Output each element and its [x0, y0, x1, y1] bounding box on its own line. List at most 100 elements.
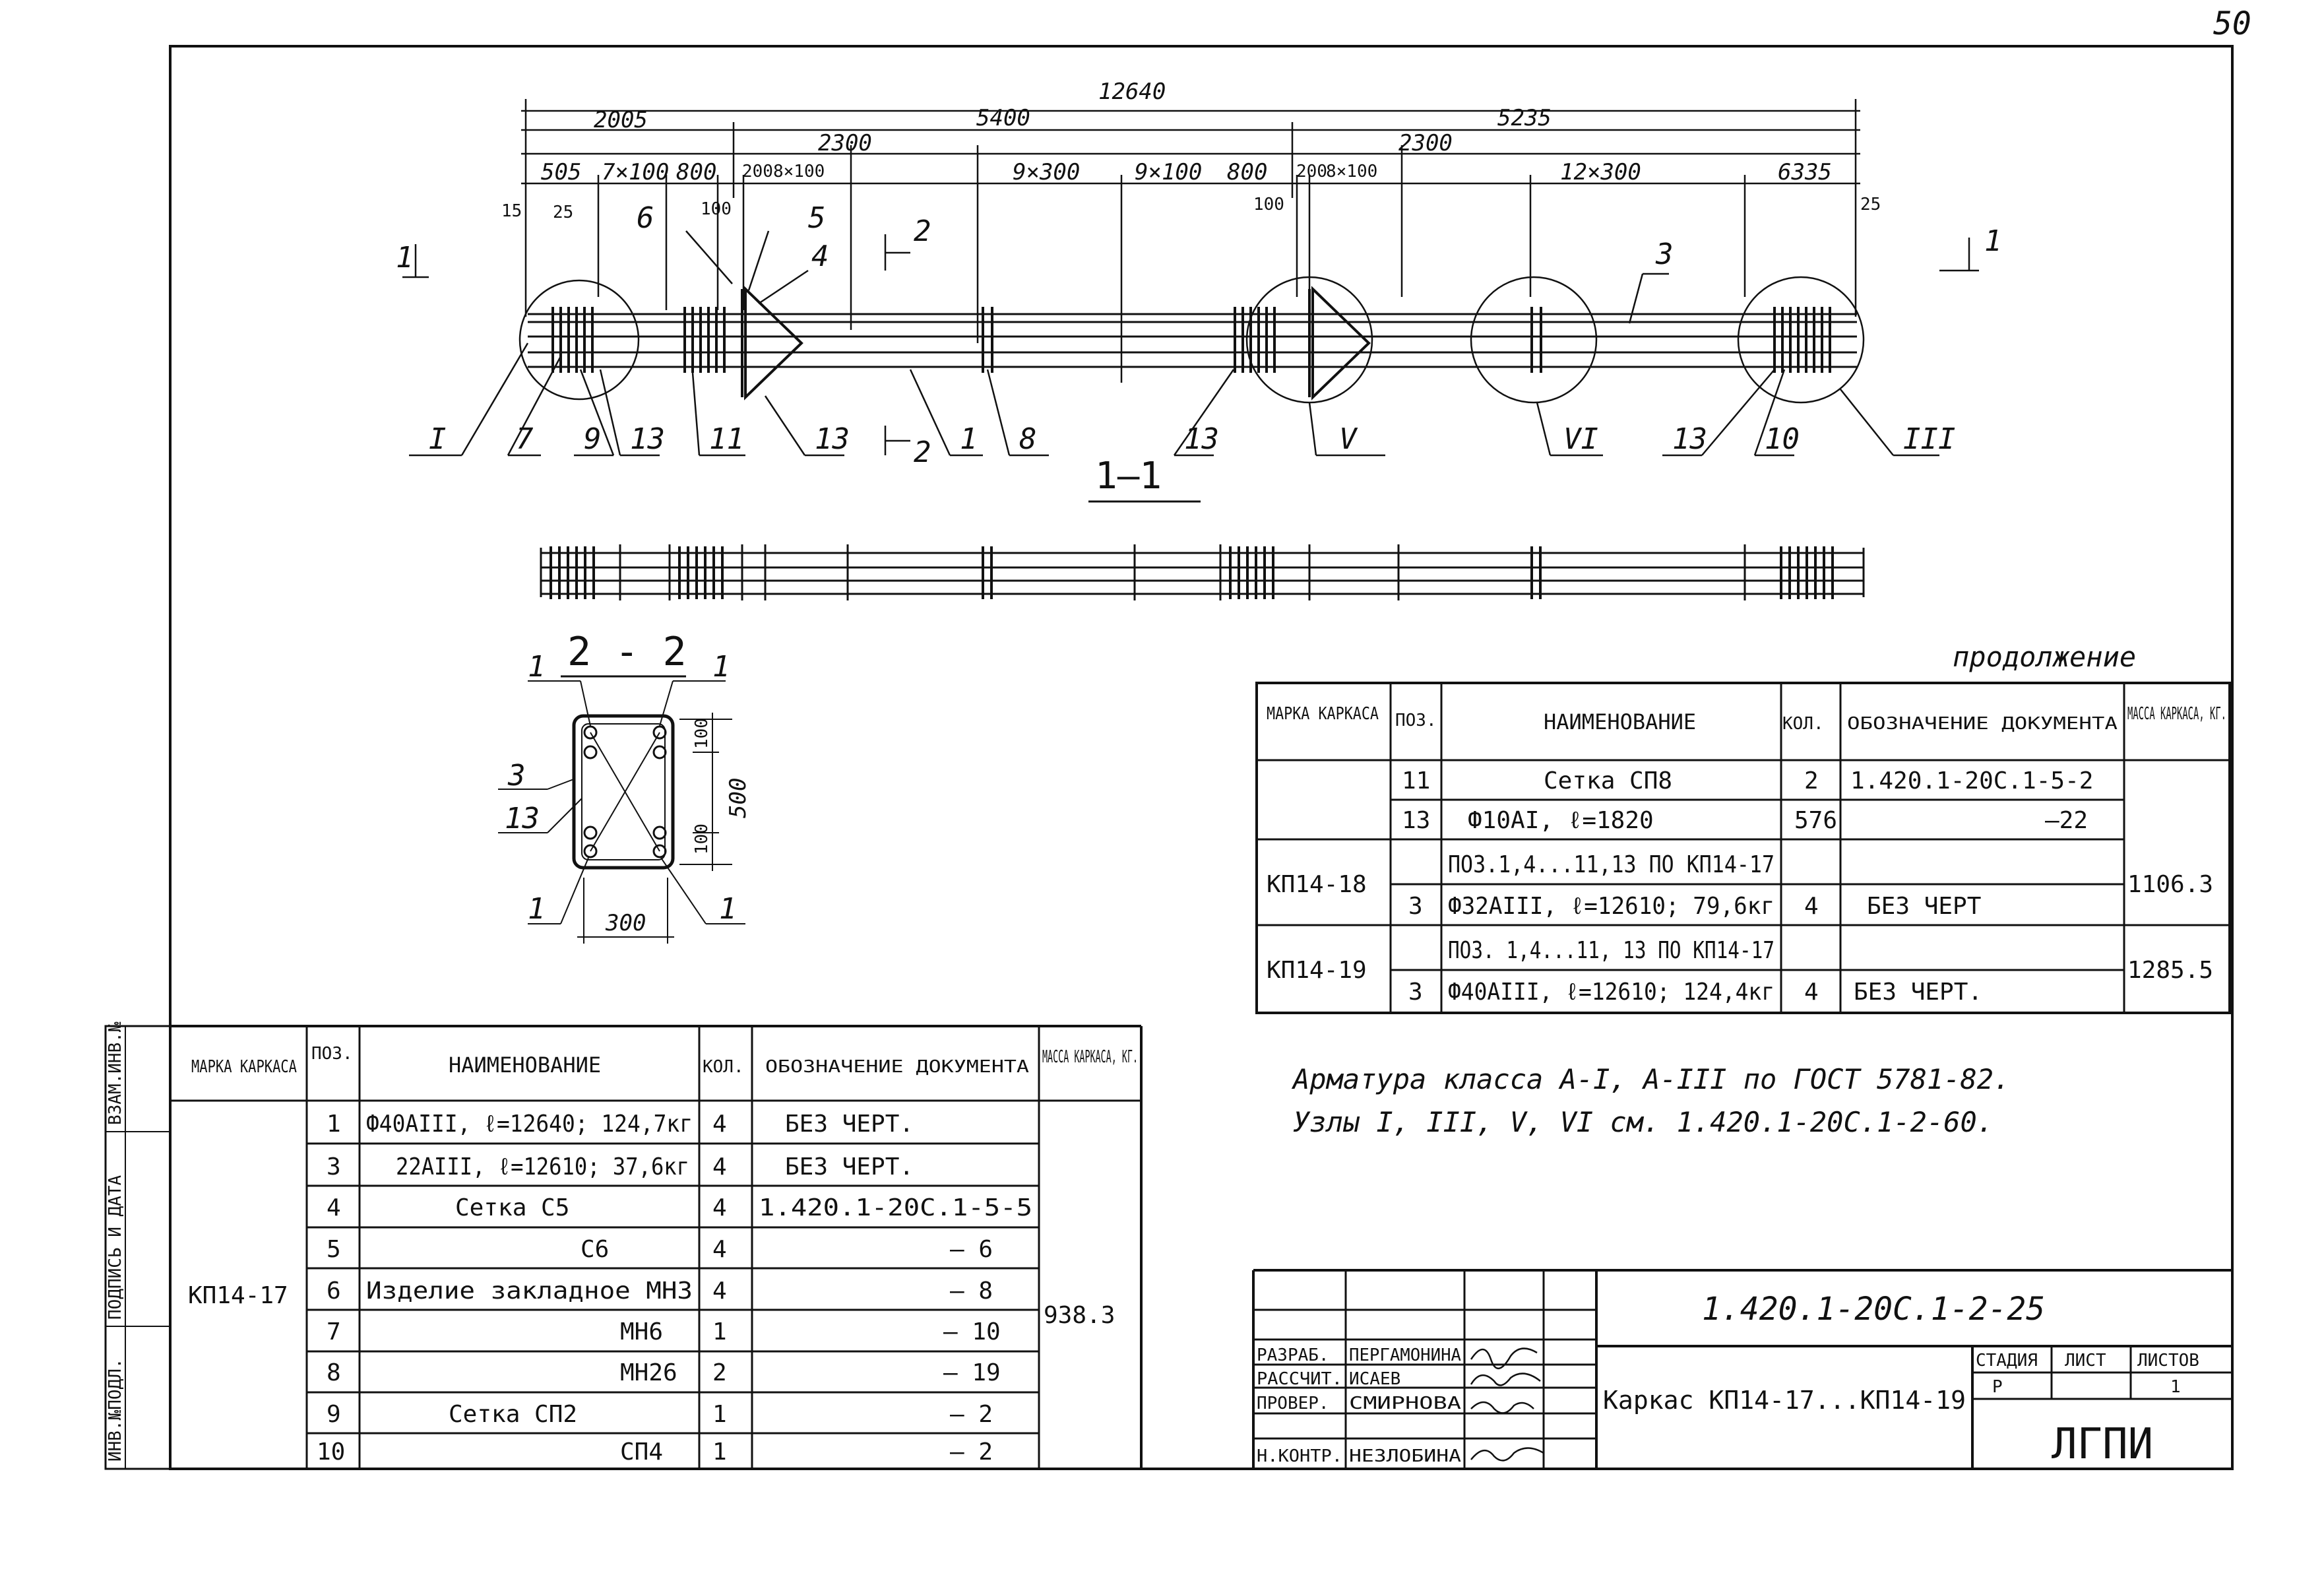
cont-row4-qty: 4: [1804, 893, 1819, 920]
section-2-2-title: 2 - 2: [567, 629, 687, 675]
title-name: Каркас КП14-17...КП14-19: [1603, 1386, 1966, 1415]
main-row5-doc: — 8: [950, 1277, 993, 1305]
cont-row4-name: Ф32АIII, ℓ=12610; 79,6кг: [1448, 893, 1774, 920]
dim-25-right: 25: [1860, 195, 1881, 214]
cont-row5-name: ПОЗ. 1,4...11, 13 ПО КП14-17: [1448, 937, 1774, 964]
dim-6335: 6335: [1778, 159, 1832, 185]
main-row3-doc: 1.420.1-20С.1-5-5: [759, 1194, 1032, 1221]
dim-mid-span: 5400: [976, 105, 1030, 131]
main-row2-pos: 3: [327, 1153, 341, 1180]
main-row4-doc: — 6: [950, 1236, 993, 1263]
main-row7-pos: 8: [327, 1359, 341, 1386]
cont-row6-doc: БЕЗ ЧЕРТ.: [1854, 979, 1982, 1006]
cont-head-mass: МАССА КАРКАСА, КГ.: [2127, 704, 2226, 724]
dim-8x100-left: 8×100: [773, 162, 825, 181]
main-row5-pos: 6: [327, 1277, 341, 1305]
main-row4-qty: 4: [712, 1236, 727, 1263]
dim-7x100: 7×100: [602, 159, 669, 185]
main-row8-doc: — 2: [950, 1401, 993, 1428]
main-row5-name: Изделие закладное МН3: [366, 1277, 693, 1305]
dim-left-span: 2005: [594, 107, 648, 133]
cont-head-name: НАИМЕНОВАНИЕ: [1544, 709, 1696, 734]
main-row9-qty: 1: [712, 1438, 727, 1466]
main-head-pos: ПОЗ.: [311, 1044, 353, 1064]
main-row3-qty: 4: [712, 1194, 727, 1221]
main-mark: КП14-17: [188, 1282, 288, 1309]
continuation-caption: продолжение: [1953, 641, 2136, 673]
title-stage: Р: [1992, 1377, 2003, 1397]
main-row9-name: СП4: [620, 1438, 663, 1466]
label-pos-13-b: 13: [815, 422, 850, 456]
label-node-VI: VI: [1563, 422, 1598, 456]
dim-12x300: 12×300: [1560, 159, 1641, 185]
main-mass: 938.3: [1044, 1302, 1115, 1329]
cont-mark-kp18: КП14-18: [1267, 871, 1367, 898]
cont-head-pos: ПОЗ.: [1395, 711, 1437, 730]
role-2-name: ИСАЕВ: [1349, 1369, 1400, 1389]
cont-row2-doc: —22: [2045, 807, 2088, 834]
dim-25-left: 25: [553, 203, 573, 222]
role-3: ПРОВЕР.: [1257, 1394, 1329, 1413]
label-pos-1: 1: [960, 422, 978, 456]
dim-right-span: 5235: [1497, 105, 1552, 131]
sec22-label-3: 3: [507, 759, 526, 792]
main-row1-qty: 4: [712, 1111, 727, 1138]
cont-row1-qty: 2: [1804, 767, 1819, 794]
dim-800-left: 800: [676, 159, 716, 185]
elevation-view: 12640 2005 5400 5235 2300 2300 505 7×100…: [396, 79, 2002, 469]
cont-row6-name: Ф40АIII, ℓ=12610; 124,4кг: [1448, 979, 1774, 1006]
main-row1-pos: 1: [327, 1111, 341, 1138]
inv-podl-label: ИНВ.№ПОДЛ.: [106, 1358, 125, 1462]
label-pos-4: 4: [811, 240, 829, 273]
cont-row1-pos: 11: [1402, 767, 1430, 794]
cont-row6-qty: 4: [1804, 979, 1819, 1006]
title-stage-label: СТАДИЯ: [1976, 1351, 2038, 1371]
role-4-name: НЕЗЛОБИНА: [1349, 1446, 1461, 1466]
sheet-frame: [169, 45, 2234, 1470]
role-3-name: СМИРНОВА: [1349, 1394, 1461, 1413]
label-node-III: III: [1903, 422, 1955, 456]
sec22-label-1-bl: 1: [528, 892, 546, 926]
label-cut-1-left: 1: [396, 241, 414, 275]
main-row1-doc: БЕЗ ЧЕРТ.: [785, 1111, 914, 1138]
main-row7-name: МН26: [620, 1359, 677, 1386]
cont-mass-kp18: 1106.3: [2127, 871, 2213, 898]
section-1-1-view: 1—1: [540, 455, 1865, 600]
main-row7-qty: 2: [712, 1359, 727, 1386]
title-block: 1.420.1-20С.1-2-25 Каркас КП14-17...КП14…: [1252, 1269, 2232, 1469]
side-stamp: ИНВ.№ПОДЛ. ПОДПИСЬ И ДАТА ВЗАМ.ИНВ.№: [104, 1021, 172, 1470]
main-row3-pos: 4: [327, 1194, 341, 1221]
cont-row4-doc: БЕЗ ЧЕРТ: [1867, 893, 1981, 920]
dim-9x300: 9×300: [1013, 159, 1080, 185]
title-code: 1.420.1-20С.1-2-25: [1702, 1291, 2045, 1328]
main-head-qty: КОЛ.: [703, 1057, 744, 1077]
dim-2300-right: 2300: [1398, 130, 1453, 156]
cont-row2-qty: 576: [1794, 807, 1837, 834]
continuation-table: продолжение МАРКА КАРКАСА ПОЗ. НАИМЕНОВА…: [1255, 641, 2231, 1014]
main-row2-qty: 4: [712, 1153, 727, 1180]
dim-15: 15: [501, 201, 522, 221]
main-row1-name: Ф40АIII, ℓ=12640; 124,7кг: [366, 1111, 693, 1138]
main-row6-doc: — 10: [943, 1318, 1001, 1345]
main-row8-qty: 1: [712, 1401, 727, 1428]
section-2-2-view: 2 - 2 1 1 3 1: [498, 629, 751, 944]
note-line-2: Узлы I, III, V, VI см. 1.420.1-20С.1-2-6…: [1293, 1106, 1994, 1138]
section-1-1-title: 1—1: [1095, 455, 1162, 498]
node-circle-I: [518, 279, 640, 401]
main-row2-name: 22АIII, ℓ=12610; 37,6кг: [396, 1153, 689, 1180]
main-head-doc: ОБОЗНАЧЕНИЕ ДОКУМЕНТА: [765, 1057, 1029, 1077]
label-pos-13-a: 13: [630, 422, 665, 456]
cont-row2-pos: 13: [1402, 807, 1430, 834]
dim-2300-left: 2300: [818, 130, 872, 156]
sec22-label-1-tr: 1: [712, 650, 730, 684]
main-head-name: НАИМЕНОВАНИЕ: [449, 1052, 601, 1078]
page-number: 50: [2213, 5, 2251, 42]
label-pos-9: 9: [584, 422, 602, 456]
main-row5-qty: 4: [712, 1277, 727, 1305]
cont-head-doc: ОБОЗНАЧЕНИЕ ДОКУМЕНТА: [1847, 714, 2118, 734]
main-row6-pos: 7: [327, 1318, 341, 1345]
label-cut-2-bottom: 2: [914, 436, 931, 469]
cont-row2-name: Ф10АI, ℓ=1820: [1468, 807, 1654, 834]
main-head-mass: МАССА КАРКАСА, КГ.: [1042, 1047, 1138, 1067]
